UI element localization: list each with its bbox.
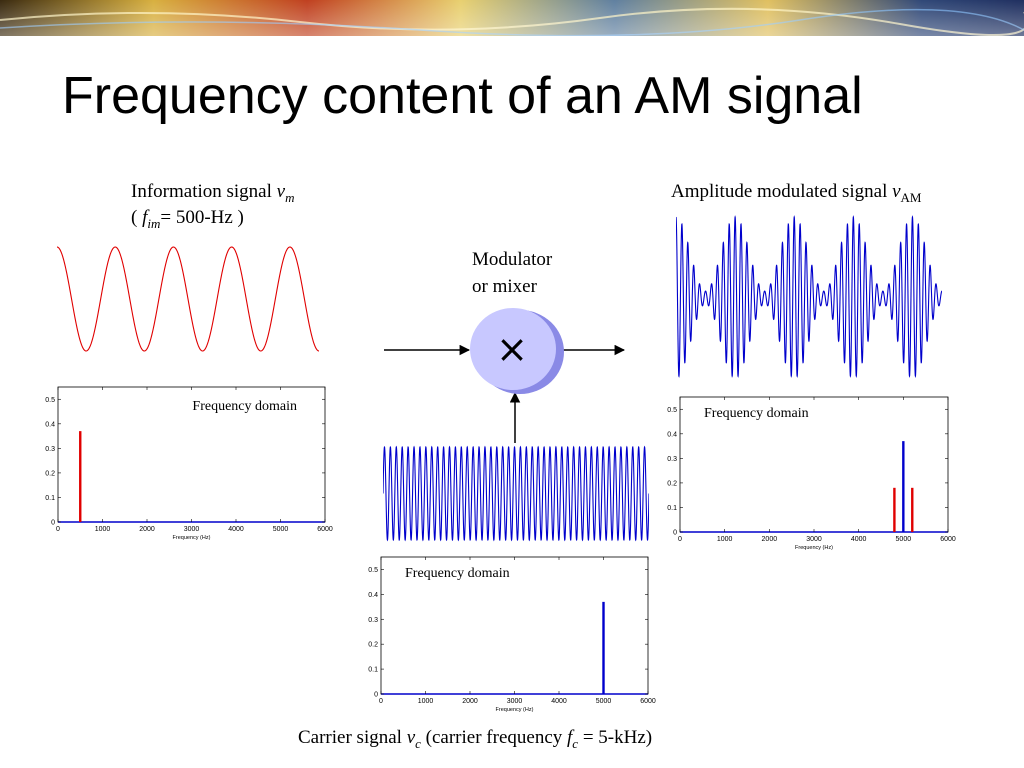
x-tick-label: 3000 (507, 698, 523, 705)
carrier-spectrum-chart: 0 1000 2000 3000 4000 5000 6000 0 0.1 0.2 0.3 0.4 0.… (368, 556, 656, 713)
carrier-signal-label: Carrier signal vc (carrier frequency fc … (298, 727, 653, 751)
x-tick-label: 2000 (762, 536, 778, 543)
am-signal-label: Amplitude modulated signal vAM (671, 181, 922, 205)
mixer-symbol: × (496, 327, 528, 371)
info-spectrum-chart: 0 1000 2000 3000 4000 5000 6000 0 0.1 0.2 0.3 0.4 0.… (45, 386, 333, 541)
x-tick-label: 2000 (139, 526, 155, 533)
x-axis-label: Frequency (Hz) (795, 545, 833, 551)
x-tick-label: 4000 (851, 536, 867, 543)
waveform-trace (57, 246, 319, 352)
y-tick-label: 0.2 (667, 480, 677, 487)
y-tick-label: 0.5 (368, 567, 378, 574)
x-tick-label: 6000 (640, 698, 656, 705)
y-tick-label: 0.3 (45, 446, 55, 453)
y-tick-label: 0.2 (368, 642, 378, 649)
mixer-circle (470, 308, 556, 390)
x-tick-label: 1000 (418, 698, 434, 705)
x-tick-label: 4000 (551, 698, 567, 705)
x-tick-label: 0 (678, 536, 682, 543)
x-tick-label: 0 (56, 526, 60, 533)
chart-title: Frequency domain (192, 399, 297, 414)
x-axis-label: Frequency (Hz) (173, 535, 211, 541)
y-tick-label: 0.5 (667, 407, 677, 414)
x-tick-label: 6000 (940, 536, 956, 543)
y-tick-label: 0.3 (368, 617, 378, 624)
waveform-trace (383, 445, 649, 542)
am-signal-waveform (676, 215, 942, 378)
page-title: Frequency content of an AM signal (62, 67, 863, 125)
modulator-label-line2: or mixer (472, 276, 537, 297)
x-tick-label: 5000 (896, 536, 912, 543)
y-tick-label: 0.4 (368, 592, 378, 599)
chart-title: Frequency domain (704, 406, 809, 421)
x-tick-label: 6000 (317, 526, 333, 533)
x-tick-label: 5000 (273, 526, 289, 533)
chart-title: Frequency domain (405, 566, 510, 581)
info-frequency-label: ( fim= 500-Hz ) (131, 207, 244, 231)
x-tick-label: 1000 (95, 526, 111, 533)
info-signal-label: Information signal vm (131, 181, 295, 205)
x-tick-label: 2000 (462, 698, 478, 705)
carrier-signal-waveform (383, 445, 649, 542)
y-tick-label: 0 (51, 520, 55, 527)
x-tick-label: 5000 (596, 698, 612, 705)
y-tick-label: 0 (374, 692, 378, 699)
y-tick-label: 0.3 (667, 456, 677, 463)
y-tick-label: 0.2 (45, 470, 55, 477)
y-tick-label: 0.1 (667, 505, 677, 512)
y-tick-label: 0 (673, 530, 677, 537)
modulator-label-line1: Modulator (472, 249, 553, 270)
waveform-trace (676, 215, 942, 378)
x-tick-label: 3000 (184, 526, 200, 533)
header-banner (0, 0, 1024, 36)
y-tick-label: 0.5 (45, 397, 55, 404)
info-signal-waveform (57, 246, 319, 352)
y-tick-label: 0.4 (667, 431, 677, 438)
y-tick-label: 0.1 (45, 495, 55, 502)
x-tick-label: 1000 (717, 536, 733, 543)
am-spectrum-chart: 0 1000 2000 3000 4000 5000 6000 0 0.1 0.2 0.3 0.4 0.… (667, 396, 956, 551)
x-tick-label: 0 (379, 698, 383, 705)
x-tick-label: 4000 (228, 526, 244, 533)
y-tick-label: 0.4 (45, 421, 55, 428)
y-tick-label: 0.1 (368, 667, 378, 674)
x-axis-label: Frequency (Hz) (496, 707, 534, 713)
x-tick-label: 3000 (806, 536, 822, 543)
